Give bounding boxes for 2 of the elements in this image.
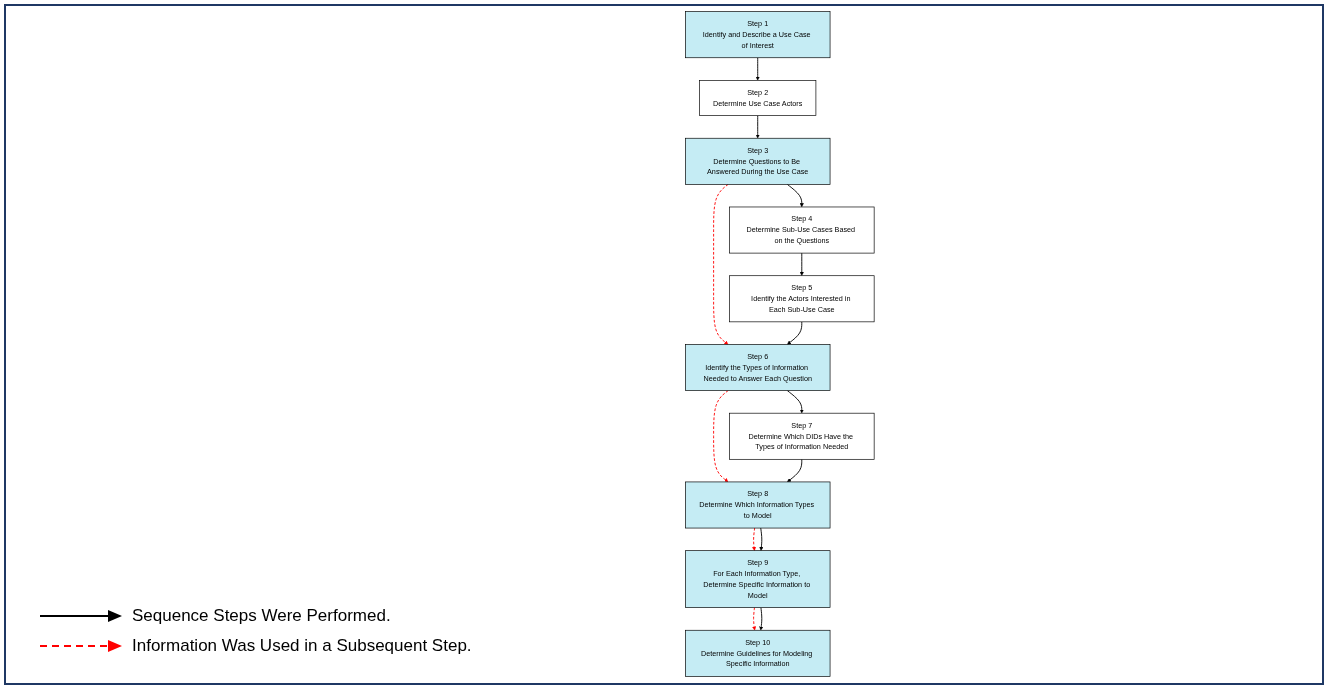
- legend-text: Sequence Steps Were Performed.: [132, 606, 391, 626]
- legend-text: Information Was Used in a Subsequent Step.: [132, 636, 472, 656]
